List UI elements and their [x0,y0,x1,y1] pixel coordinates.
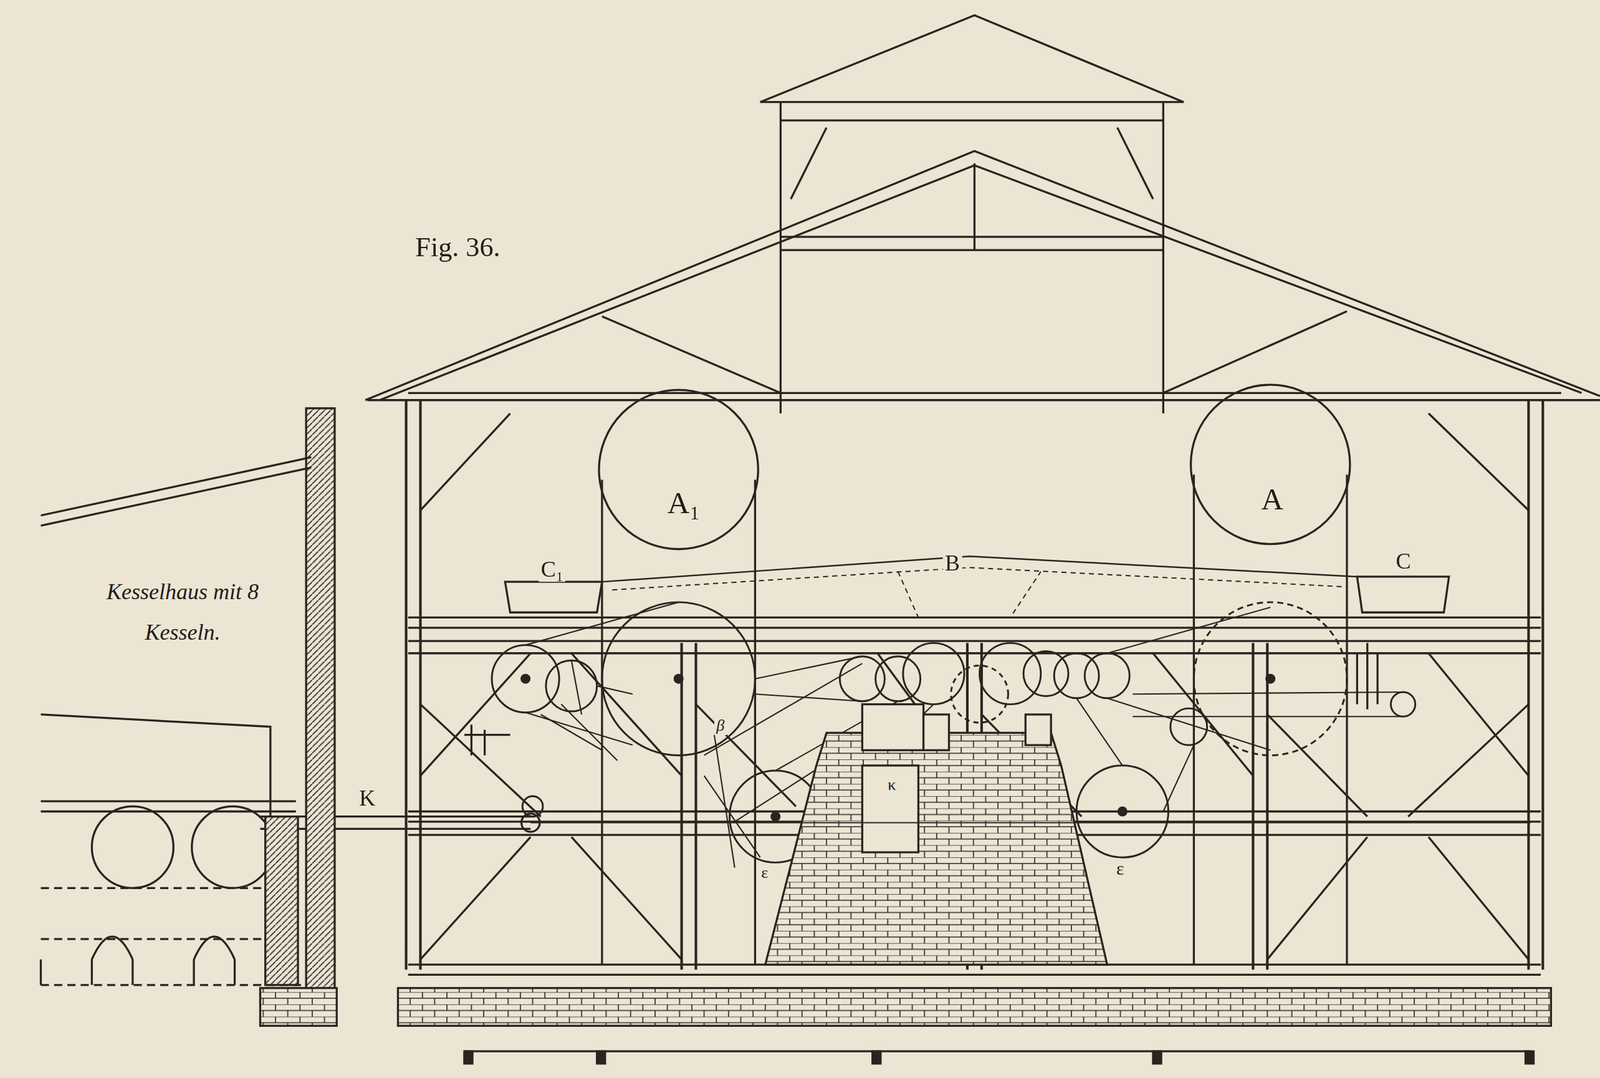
part-letter: B [943,550,963,576]
part-letter: β [714,716,727,735]
part-letter: ε [759,863,771,882]
part-letter: C [1393,549,1414,575]
part-letter: C₁ [538,557,566,583]
part-letter: ε [1114,858,1127,879]
building-label: Kesselhaus mit 8 Kesseln. [94,571,272,653]
part-letter: A [1259,481,1286,516]
part-letter: A₁ [665,485,702,520]
part-letter: K [357,785,378,811]
part-letter: κ [885,775,899,794]
figure-number: Fig. 36. [413,232,503,264]
